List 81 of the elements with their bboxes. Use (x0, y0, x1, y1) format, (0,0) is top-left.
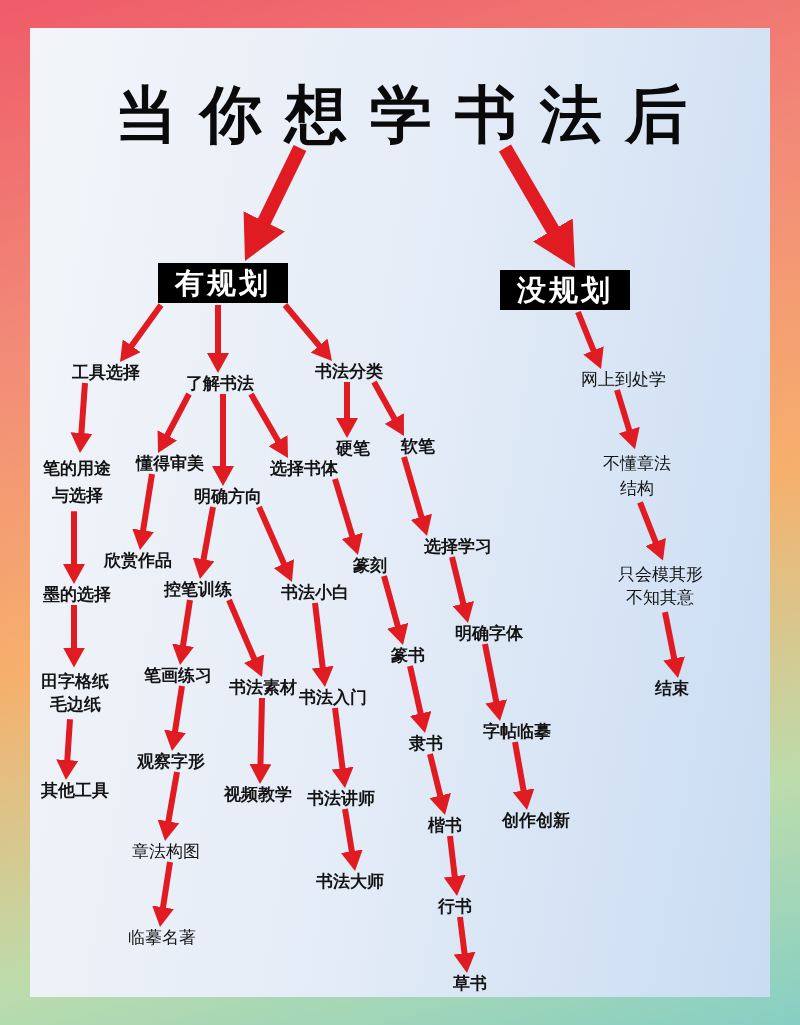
step-text: 楷书 (428, 817, 462, 834)
arrow (512, 741, 535, 810)
step-text: 明确字体 (455, 625, 523, 642)
step-text: 明确方向 (194, 488, 262, 505)
arrow (637, 501, 666, 561)
arrow (248, 392, 288, 458)
step-text: 书法素材 (229, 679, 297, 696)
arrow (662, 611, 685, 678)
step-text: 创作创新 (502, 812, 570, 829)
arrow (212, 394, 234, 486)
step-text: 书法分类 (315, 363, 383, 380)
arrow (614, 389, 640, 450)
step-text: 字帖临摹 (483, 723, 551, 740)
arrow (482, 643, 507, 721)
step-text: 行书 (438, 898, 472, 915)
arrow (56, 719, 79, 780)
arrow (226, 598, 265, 677)
step-text: 不懂章法结构 (600, 451, 674, 501)
arrow (63, 605, 85, 668)
arrow (256, 505, 294, 582)
arrow (164, 685, 186, 751)
arrow (331, 707, 354, 788)
step-text: 临摹名著 (128, 929, 196, 946)
step-text: 了解书法 (186, 375, 254, 392)
step-text: 草书 (453, 975, 487, 992)
step-text: 结束 (655, 680, 689, 697)
arrow (336, 382, 358, 438)
arrow (152, 861, 174, 927)
step-text: 工具选择 (72, 364, 140, 381)
step-text: 控笔训练 (164, 581, 232, 598)
large-arrow (243, 144, 307, 261)
step-text: 视频教学 (224, 786, 292, 803)
arrow (207, 305, 229, 373)
heading-box: 没规划 (500, 270, 630, 310)
arrow (575, 310, 604, 369)
arrow (340, 808, 363, 871)
arrow (371, 380, 404, 436)
step-text: 懂得审美 (136, 455, 204, 472)
arrow (407, 665, 432, 733)
arrow (332, 478, 363, 555)
step-text: 隶书 (409, 735, 443, 752)
step-text: 观察字形 (137, 753, 205, 770)
arrow (120, 303, 164, 362)
arrow (401, 456, 432, 536)
step-text: 笔的用途与选择 (40, 454, 114, 510)
step-text: 欣赏作品 (104, 552, 172, 569)
step-text: 书法小白 (281, 584, 349, 601)
arrow (70, 382, 93, 453)
title-text: 当你想学书法后 (115, 84, 710, 146)
step-text: 选择学习 (424, 538, 492, 555)
step-text: 书法讲师 (307, 790, 375, 807)
arrow (63, 511, 85, 584)
step-text: 章法构图 (132, 843, 200, 860)
arrow (453, 916, 476, 973)
arrow (427, 753, 451, 815)
arrow (311, 602, 334, 687)
arrow (192, 506, 216, 579)
step-text: 篆刻 (353, 557, 387, 574)
step-text: 田字格纸毛边纸 (38, 669, 112, 718)
step-text: 软笔 (401, 438, 435, 455)
arrow (157, 771, 180, 841)
step-text: 笔画练习 (144, 667, 212, 684)
step-text: 其他工具 (41, 782, 109, 799)
arrow (381, 575, 409, 645)
step-text: 只会模其形不知其意 (615, 562, 706, 611)
arrow (282, 303, 332, 361)
arrow (443, 835, 466, 896)
arrow (132, 473, 155, 550)
arrow (449, 556, 474, 623)
step-text: 选择书体 (270, 460, 338, 477)
arrow (249, 697, 272, 784)
step-text: 篆书 (391, 647, 425, 664)
heading-box: 有规划 (158, 263, 288, 303)
step-text: 书法大师 (316, 873, 384, 890)
step-text: 硬笔 (336, 440, 370, 457)
large-arrow (498, 144, 575, 268)
step-text: 书法入门 (299, 689, 367, 706)
arrow (172, 599, 194, 665)
arrow (157, 392, 192, 453)
step-text: 网上到处学 (580, 371, 666, 388)
step-text: 墨的选择 (43, 586, 111, 603)
